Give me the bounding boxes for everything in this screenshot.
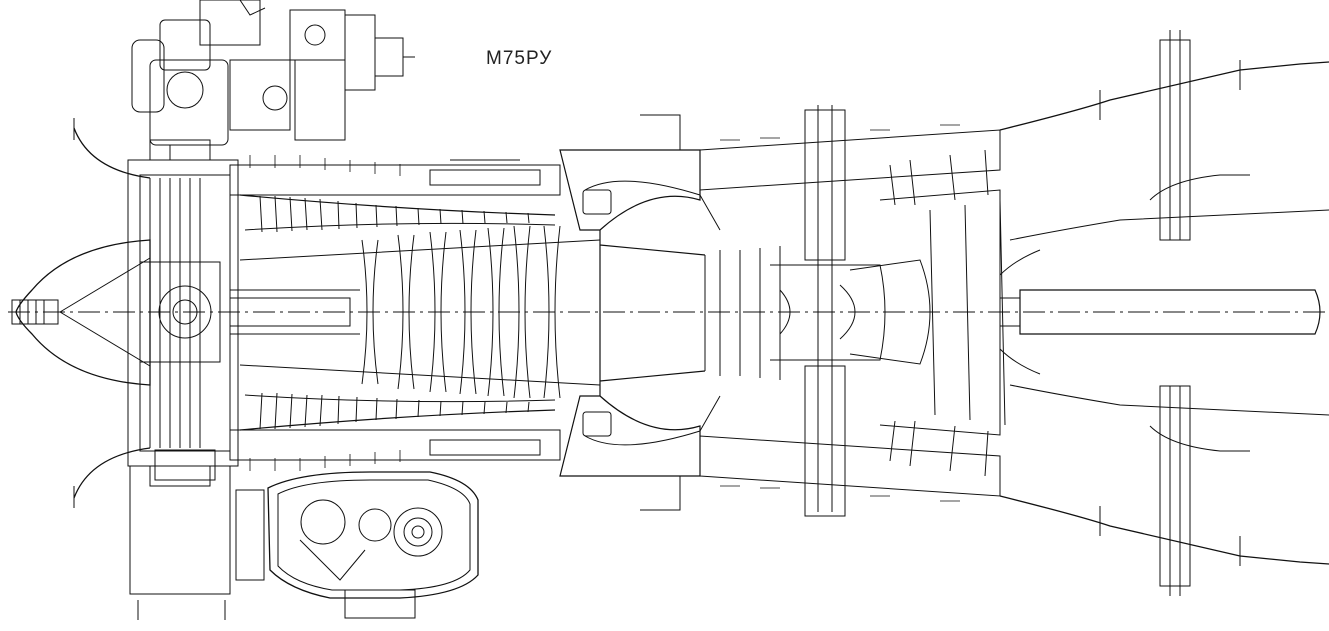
turbine (700, 105, 1005, 516)
compressor-rotor-disks (362, 226, 560, 398)
compressor-blades (260, 196, 529, 429)
bottom-accessory-gearbox (130, 450, 478, 620)
compressor (230, 160, 600, 460)
exhaust-duct (1000, 30, 1329, 596)
drawing-title: М75РУ (486, 48, 553, 69)
combustor (560, 115, 720, 510)
fasteners (250, 125, 960, 501)
front-frame (128, 140, 238, 486)
inlet-nose (12, 118, 150, 508)
top-accessory-gearbox (132, 0, 415, 160)
